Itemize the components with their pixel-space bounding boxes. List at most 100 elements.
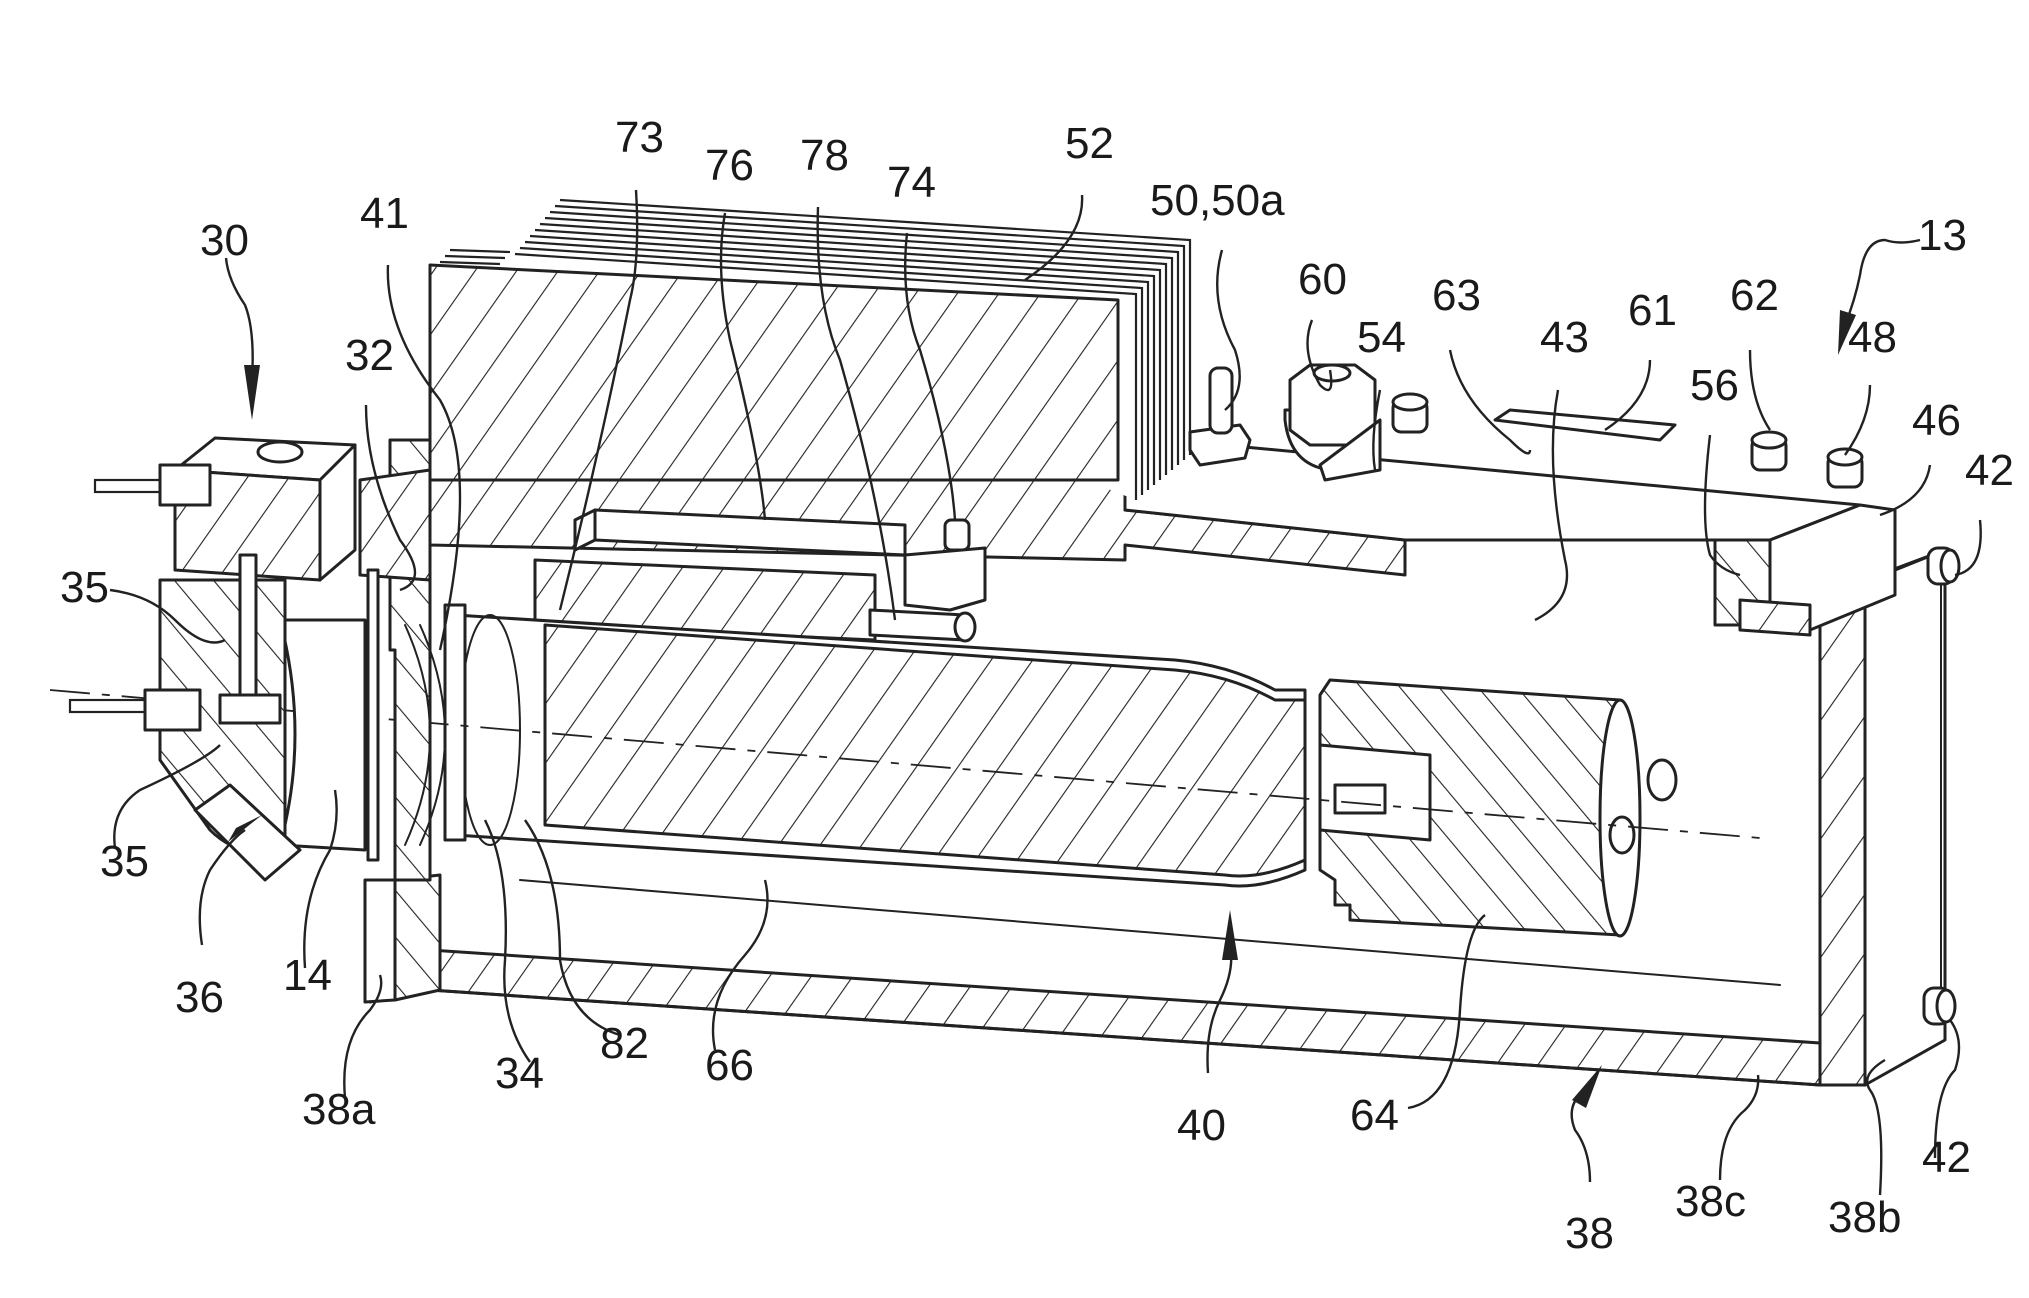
leader-76 (719, 212, 767, 521)
pin-50 (1188, 366, 1252, 467)
leader-74 (903, 232, 957, 521)
ref-label-40: 40 (1177, 1101, 1226, 1150)
leader-54 (1372, 389, 1382, 471)
ref-label-73: 73 (615, 113, 664, 162)
connector-pin (1646, 758, 1678, 802)
arrow-36-head (228, 815, 262, 842)
leader-43 (1534, 389, 1569, 622)
ref-label-60: 60 (1298, 255, 1347, 304)
leader-38b (1865, 1058, 1886, 1196)
tube-core (543, 623, 1307, 878)
leader-50 (1216, 249, 1241, 411)
leader-64 (1407, 914, 1486, 1110)
leader-48 (1844, 384, 1872, 456)
leader-60 (1306, 319, 1333, 392)
housing-38 (363, 548, 1947, 1087)
coupling-top-side (318, 443, 357, 582)
ref-label-78: 78 (800, 131, 849, 180)
ref-label-50: 50,50a (1150, 176, 1285, 225)
leader-61 (1604, 359, 1652, 431)
ref-label-63: 63 (1432, 271, 1481, 320)
arrow-36 (198, 829, 246, 946)
arrow-13 (1843, 238, 1921, 326)
screw-74 (943, 518, 971, 552)
ref-label-62: 62 (1730, 271, 1779, 320)
ref-label-42-bottom: 42 (1922, 1133, 1971, 1182)
ref-label-38b: 38b (1828, 1193, 1901, 1242)
ref-label-42-top: 42 (1965, 446, 2014, 495)
tube-front-flange (443, 603, 467, 842)
ref-label-82: 82 (600, 1019, 649, 1068)
ref-label-38a: 38a (302, 1085, 376, 1134)
ref-label-38c: 38c (1675, 1177, 1746, 1226)
leader-34 (483, 819, 531, 1063)
leader-63 (1448, 349, 1532, 455)
heat-sink-52 (428, 198, 1192, 500)
leader-78 (816, 206, 897, 621)
arrow-30 (224, 257, 254, 381)
heat-sink-block (428, 263, 1120, 482)
ref-label-41: 41 (360, 189, 409, 238)
leader-62 (1748, 349, 1771, 431)
lens-surface (419, 624, 446, 846)
ref-label-34: 34 (495, 1049, 544, 1098)
screw-block-74 (903, 546, 987, 612)
ref-label-48: 48 (1848, 313, 1897, 362)
leader-38a (343, 974, 383, 1099)
ref-label-35-bottom: 35 (100, 837, 149, 886)
lens-14 (278, 618, 367, 852)
bracket-54 (1318, 418, 1382, 482)
top-fittings (1188, 363, 1961, 1026)
fiber-ferrule-upper (158, 463, 212, 507)
coupling-unit-30 (68, 436, 357, 882)
leader-41 (386, 264, 462, 651)
housing-front-plate (363, 878, 397, 1004)
arrow-13-head (1838, 310, 1856, 355)
leader-42-bottom (1933, 1019, 1961, 1159)
screw-78 (868, 608, 967, 642)
leader-52 (1024, 194, 1084, 281)
sensor-36 (193, 783, 302, 882)
fiber-lower (68, 698, 152, 714)
slot-63 (1493, 408, 1677, 442)
ref-label-35-top: 35 (60, 563, 109, 612)
housing-inner-floor-line (519, 879, 1781, 986)
ref-label-36: 36 (175, 973, 224, 1022)
ref-label-14: 14 (283, 951, 332, 1000)
bush-62 (1750, 430, 1788, 472)
arrow-38-head (1572, 1065, 1602, 1108)
leader-lines (109, 189, 1982, 1196)
lens-surface (404, 624, 431, 846)
ref-label-66: 66 (705, 1041, 754, 1090)
ref-label-13: 13 (1918, 211, 1967, 260)
leader-14 (303, 789, 338, 969)
ref-label-38: 38 (1565, 1209, 1614, 1258)
ref-label-32: 32 (345, 331, 394, 380)
reference-arrows (198, 238, 1921, 1183)
ref-label-56: 56 (1690, 361, 1739, 410)
leader-38c (1718, 1074, 1760, 1181)
ref-label-52: 52 (1065, 119, 1114, 168)
leader-82 (524, 819, 621, 1037)
ref-label-30: 30 (200, 216, 249, 265)
leader-56 (1703, 434, 1741, 577)
eyelet-42-bottom (1922, 986, 1957, 1026)
leader-32 (364, 404, 417, 592)
fiber-ferrule-lower (143, 688, 202, 732)
ref-label-54: 54 (1357, 313, 1406, 362)
housing-end-wall (1818, 578, 1867, 1087)
ref-label-64: 64 (1350, 1091, 1399, 1140)
end-block-lower (1738, 598, 1812, 637)
plate-76-side (573, 508, 597, 552)
bush-48 (1826, 447, 1864, 489)
leader-46 (1879, 464, 1932, 517)
wall-32-upper (358, 468, 432, 582)
fiber-upper (93, 478, 167, 494)
ref-label-74: 74 (887, 158, 936, 207)
laser-tube-40 (49, 603, 1761, 938)
eyelet-42-top (1926, 546, 1961, 586)
arrow-40 (1206, 944, 1233, 1074)
top-plate (428, 408, 1897, 637)
front-optics (278, 438, 446, 882)
